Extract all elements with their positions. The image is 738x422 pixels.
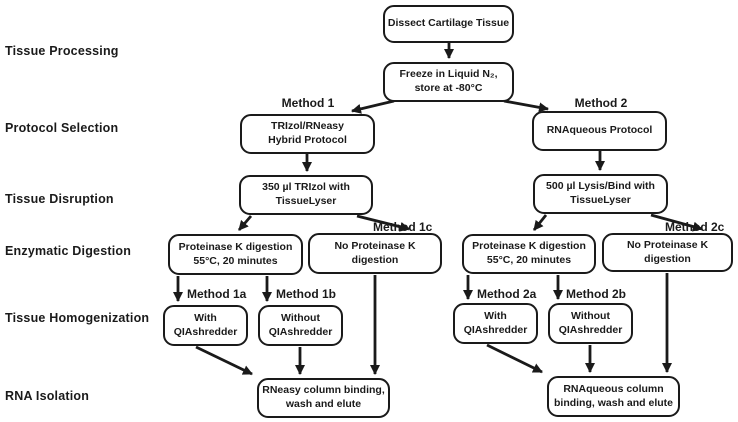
box-line: Without: [281, 311, 320, 324]
box-line: 500 µl Lysis/Bind with: [546, 180, 655, 193]
box-line: QIAshredder: [463, 323, 528, 336]
box-500ul-lysis-bind-tissuelyser: 500 µl Lysis/Bind with TissueLyser: [533, 174, 668, 214]
stage-label-tissue-processing: Tissue Processing: [5, 44, 119, 58]
method-2c-label: Method 2c: [665, 220, 725, 234]
box-line: digestion: [351, 253, 399, 266]
box-line: RNeasy column binding,: [262, 384, 385, 397]
box-line: No Proteinase K: [626, 238, 709, 251]
box-rneasy-column-binding: RNeasy column binding, wash and elute: [257, 378, 390, 418]
box-line: 55°C, 20 minutes: [193, 254, 278, 267]
box-line: QIAshredder: [173, 325, 238, 338]
box-freeze-liquid-n2: Freeze in Liquid N₂, store at -80°C: [383, 62, 514, 102]
box-line: With: [194, 311, 217, 324]
stage-label-rna-isolation: RNA Isolation: [5, 389, 90, 403]
box-line: No Proteinase K: [334, 239, 416, 252]
box-m1-without-qiashredder: Without QIAshredder: [258, 305, 343, 346]
box-trizol-rneasy-hybrid-protocol: TRIzol/RNeasy Hybrid Protocol: [240, 114, 375, 154]
box-line: Proteinase K digestion: [178, 240, 293, 253]
box-m2-without-qiashredder: Without QIAshredder: [548, 303, 633, 344]
stage-label-protocol-selection: Protocol Selection: [5, 121, 119, 135]
method-2-label: Method 2: [574, 96, 628, 110]
method-1a-label: Method 1a: [187, 287, 247, 301]
box-line: QIAshredder: [268, 325, 333, 338]
box-m2-no-proteinase-k: No Proteinase K digestion: [602, 233, 733, 272]
box-line: TRIzol/RNeasy: [271, 120, 344, 133]
box-line: binding, wash and elute: [553, 396, 673, 409]
box-line: TissueLyser: [275, 195, 337, 207]
method-2b-label: Method 2b: [566, 287, 626, 301]
box-m1-proteinase-k-digestion: Proteinase K digestion 55°C, 20 minutes: [168, 234, 303, 275]
method-1b-label: Method 1b: [276, 287, 336, 301]
box-m2-with-qiashredder: With QIAshredder: [453, 303, 538, 344]
stage-label-tissue-homogenization: Tissue Homogenization: [5, 311, 150, 325]
box-line: TissueLyser: [570, 194, 631, 206]
box-line: QIAshredder: [558, 323, 623, 336]
box-line: Without: [571, 309, 610, 322]
box-rnaqueous-protocol: RNAqueous Protocol: [532, 111, 667, 151]
box-line: RNAqueous column: [563, 382, 664, 395]
box-line: digestion: [644, 252, 691, 265]
method-2a-label: Method 2a: [477, 287, 537, 301]
box-line: With: [484, 309, 507, 322]
box-line: Hybrid Protocol: [268, 134, 347, 146]
box-rnaqueous-column-binding: RNAqueous column binding, wash and elute: [547, 376, 680, 417]
method-1c-label: Method 1c: [373, 220, 433, 234]
stage-label-enzymatic-digestion: Enzymatic Digestion: [5, 244, 132, 258]
box-line: wash and elute: [285, 398, 362, 410]
box-line: Freeze in Liquid N₂,: [399, 68, 498, 81]
box-line: 350 µl TRIzol with: [262, 181, 350, 194]
box-line: store at -80°C: [414, 82, 483, 94]
method-1-label: Method 1: [281, 96, 335, 110]
stage-label-tissue-disruption: Tissue Disruption: [5, 192, 114, 206]
box-m1-with-qiashredder: With QIAshredder: [163, 305, 248, 346]
box-m2-proteinase-k-digestion: Proteinase K digestion 55°C, 20 minutes: [462, 234, 596, 274]
box-line: Dissect Cartilage Tissue: [387, 17, 510, 30]
box-350ul-trizol-tissuelyser: 350 µl TRIzol with TissueLyser: [239, 175, 373, 215]
box-line: Proteinase K digestion: [472, 240, 586, 253]
box-line: 55°C, 20 minutes: [486, 254, 572, 266]
box-dissect-cartilage-tissue: Dissect Cartilage Tissue: [383, 5, 514, 43]
box-line: RNAqueous Protocol: [546, 124, 653, 137]
box-m1-no-proteinase-k: No Proteinase K digestion: [308, 233, 442, 274]
